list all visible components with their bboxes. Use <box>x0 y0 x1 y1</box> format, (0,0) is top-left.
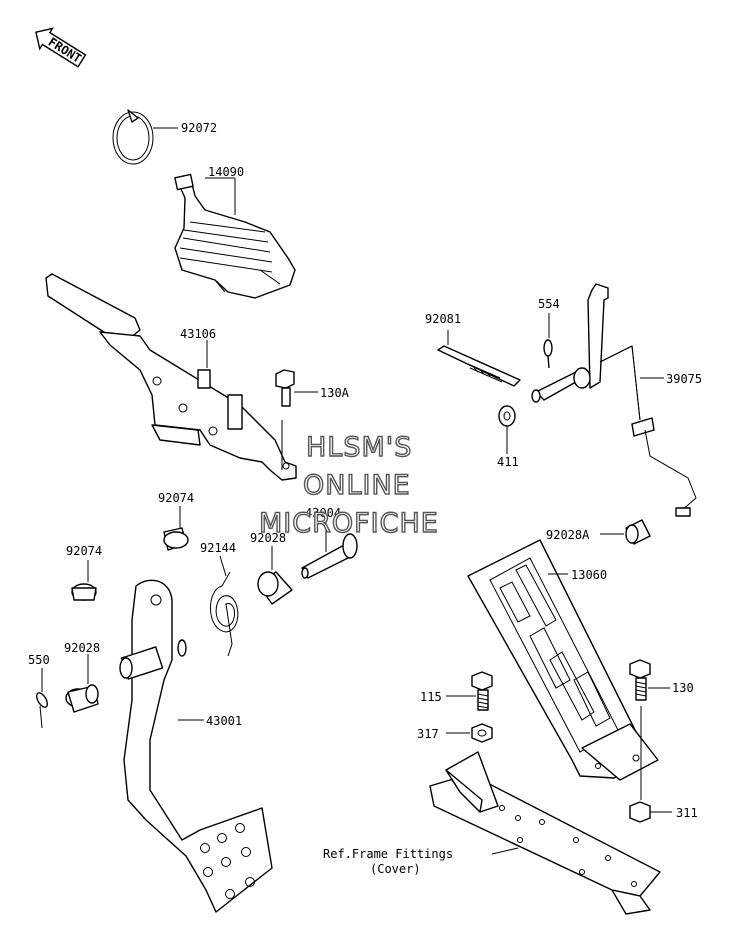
part-317-nut <box>446 723 493 743</box>
part-43001-brake-pedal <box>119 579 273 913</box>
part-130-bolt <box>629 659 670 800</box>
part-411-washer <box>498 405 516 454</box>
part-311-nut <box>629 801 672 823</box>
label-317: 317 <box>417 727 439 741</box>
label-130: 130 <box>672 681 694 695</box>
label-43001: 43001 <box>206 714 242 728</box>
label-14090: 14090 <box>208 165 244 179</box>
label-92144: 92144 <box>200 541 236 555</box>
part-92028A-bushing <box>600 519 651 545</box>
part-13060-accelerator-pedal <box>467 539 659 781</box>
part-43004-pin <box>301 520 358 579</box>
part-130A-bolt <box>275 369 318 470</box>
part-550-cotter-pin <box>36 668 48 729</box>
label-92028-middle: 92028 <box>250 531 286 545</box>
label-43106: 43106 <box>180 327 216 341</box>
part-39075-linkage <box>531 283 697 517</box>
label-92028-lower: 92028 <box>64 641 100 655</box>
label-130A: 130A <box>320 386 350 400</box>
label-554: 554 <box>538 297 560 311</box>
label-92028A: 92028A <box>546 528 590 542</box>
part-92144-torsion-spring <box>209 555 239 657</box>
label-43004: 43004 <box>305 506 341 520</box>
label-39075: 39075 <box>666 372 702 386</box>
part-554-cotter-pin <box>543 313 553 369</box>
label-550: 550 <box>28 653 50 667</box>
reference-note-line2: (Cover) <box>370 862 421 876</box>
watermark-line2: ONLINE <box>303 470 411 501</box>
label-311: 311 <box>676 806 698 820</box>
part-92028-bushing-lower <box>65 654 99 713</box>
part-14090-boot <box>174 173 296 299</box>
label-92074-lower: 92074 <box>66 544 102 558</box>
part-115-bolt <box>446 671 493 711</box>
label-92081: 92081 <box>425 312 461 326</box>
part-92028-bushing-middle <box>257 546 293 605</box>
label-92072: 92072 <box>181 121 217 135</box>
part-92074-bushing-lower <box>71 560 97 601</box>
part-43106-brake-lever <box>45 273 297 481</box>
reference-note-line1: Ref.Frame Fittings <box>323 847 453 861</box>
label-13060: 13060 <box>571 568 607 582</box>
part-92074-bushing-upper <box>163 506 189 551</box>
label-115: 115 <box>420 690 442 704</box>
front-arrow-icon: FRONT <box>35 27 87 68</box>
part-92072-clamp <box>112 109 178 165</box>
frame-fittings-cover <box>429 751 661 915</box>
part-92081-spring <box>437 330 521 387</box>
watermark-line1: HLSM'S <box>306 432 412 463</box>
watermark-line3: MICROFICHE <box>259 508 439 539</box>
label-411: 411 <box>497 455 519 469</box>
label-92074-upper: 92074 <box>158 491 194 505</box>
